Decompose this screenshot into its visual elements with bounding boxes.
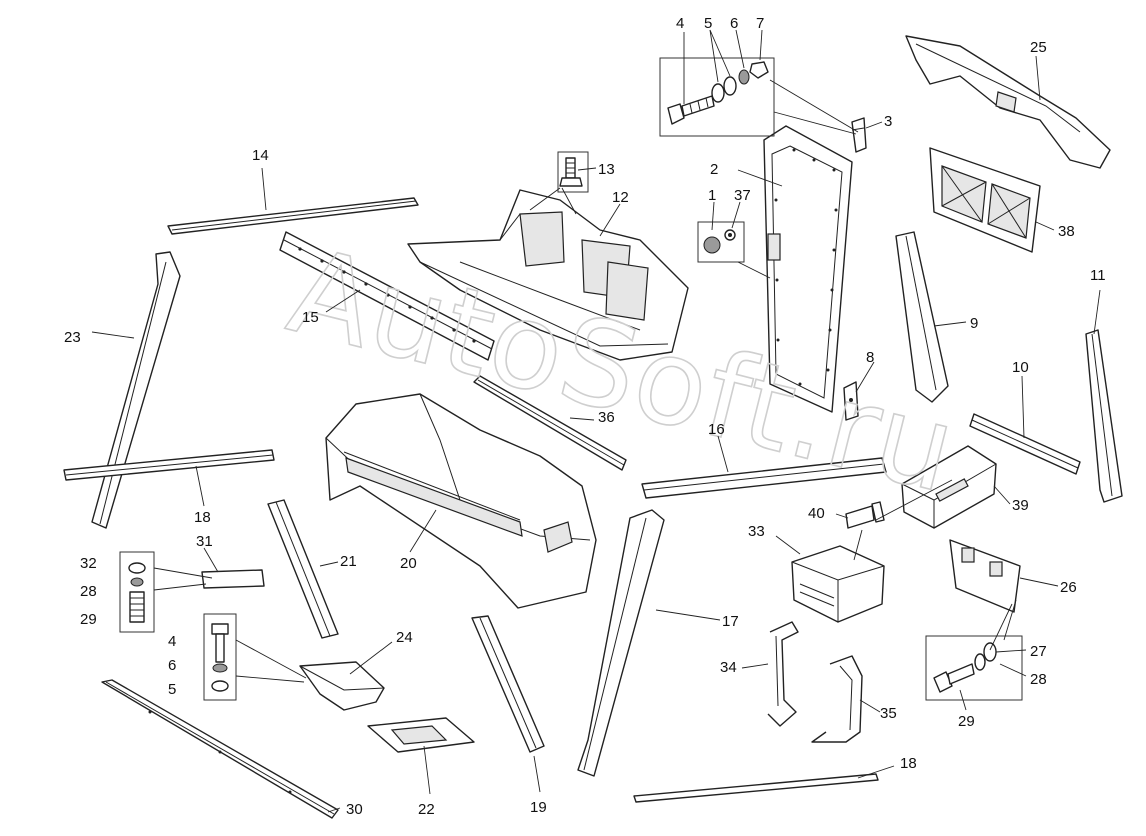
callout-30: 30 bbox=[346, 801, 363, 818]
callout-4-lower: 4 bbox=[168, 633, 176, 650]
callout-6-lower: 6 bbox=[168, 657, 176, 674]
callout-4-top: 4 bbox=[676, 15, 684, 32]
part-20-dashboard bbox=[325, 393, 597, 609]
callout-26: 26 bbox=[1060, 579, 1077, 596]
callout-36: 36 bbox=[598, 409, 615, 426]
part-35-clamp bbox=[811, 655, 863, 743]
callout-8: 8 bbox=[866, 349, 874, 366]
part-9-pillar bbox=[895, 231, 949, 403]
part-18-strip-lower bbox=[633, 773, 879, 803]
callout-1: 1 bbox=[708, 187, 716, 204]
callout-39: 39 bbox=[1012, 497, 1029, 514]
part-3-bracket bbox=[851, 117, 867, 153]
callout-37: 37 bbox=[734, 187, 751, 204]
callout-18-right: 18 bbox=[900, 755, 917, 772]
part-14-strip bbox=[167, 197, 419, 235]
callout-34: 34 bbox=[720, 659, 737, 676]
callout-labels: 4 5 6 7 3 2 1 37 13 12 14 15 23 18 25 38… bbox=[64, 15, 1106, 818]
part-23-pillar bbox=[91, 251, 181, 529]
callout-6-top: 6 bbox=[730, 15, 738, 32]
part-36-rail bbox=[473, 375, 627, 471]
part-32-29-fastener-set bbox=[119, 551, 155, 633]
part-31-plate bbox=[201, 569, 265, 589]
callout-38: 38 bbox=[1058, 223, 1075, 240]
callout-10: 10 bbox=[1012, 359, 1029, 376]
part-12-floor-panel bbox=[407, 189, 689, 361]
part-24-bracket bbox=[299, 661, 385, 711]
part-4-7-fastener-set bbox=[659, 57, 775, 137]
part-22-lid bbox=[367, 717, 475, 753]
part-38-grille-box bbox=[929, 147, 1041, 253]
callout-33: 33 bbox=[748, 523, 765, 540]
part-16-rail bbox=[641, 457, 887, 499]
part-26-bracket bbox=[949, 539, 1021, 613]
callout-14: 14 bbox=[252, 147, 269, 164]
callout-18-left: 18 bbox=[194, 509, 211, 526]
callout-35: 35 bbox=[880, 705, 897, 722]
callout-21: 21 bbox=[340, 553, 357, 570]
part-1-37-plug bbox=[697, 221, 745, 263]
callout-7-top: 7 bbox=[756, 15, 764, 32]
callout-5-top: 5 bbox=[704, 15, 712, 32]
callout-9: 9 bbox=[970, 315, 978, 332]
callout-2: 2 bbox=[710, 161, 718, 178]
part-4-6-5-fastener-set bbox=[203, 613, 237, 701]
callout-15: 15 bbox=[302, 309, 319, 326]
callout-31: 31 bbox=[196, 533, 213, 550]
part-15-rail bbox=[279, 231, 495, 361]
callout-28-right: 28 bbox=[1030, 671, 1047, 688]
part-27-29-fastener-set bbox=[925, 635, 1023, 701]
callout-24: 24 bbox=[396, 629, 413, 646]
callout-29-left: 29 bbox=[80, 611, 97, 628]
callout-23: 23 bbox=[64, 329, 81, 346]
leader-lines bbox=[91, 29, 1101, 813]
callout-5-lower: 5 bbox=[168, 681, 176, 698]
callout-22: 22 bbox=[418, 801, 435, 818]
part-33-box bbox=[791, 545, 885, 623]
part-39-tray bbox=[901, 445, 997, 529]
callout-12: 12 bbox=[612, 189, 629, 206]
part-18-strip-upper bbox=[63, 449, 275, 481]
callout-40: 40 bbox=[808, 505, 825, 522]
part-10-strip bbox=[969, 413, 1081, 475]
callout-20: 20 bbox=[400, 555, 417, 572]
part-13-bolt bbox=[557, 151, 589, 193]
part-2-panel bbox=[763, 125, 853, 413]
part-8-bracket bbox=[843, 381, 859, 421]
callout-19: 19 bbox=[530, 799, 547, 816]
part-25-duct bbox=[905, 35, 1111, 169]
callout-3: 3 bbox=[884, 113, 892, 130]
callout-25: 25 bbox=[1030, 39, 1047, 56]
callout-28-left: 28 bbox=[80, 583, 97, 600]
part-40-bolt bbox=[845, 501, 885, 529]
callout-17: 17 bbox=[722, 613, 739, 630]
part-34-clamp bbox=[767, 621, 799, 727]
part-19-pillar bbox=[471, 615, 545, 753]
part-17-pillar bbox=[577, 509, 665, 777]
callout-27: 27 bbox=[1030, 643, 1047, 660]
part-11-pillar bbox=[1085, 329, 1123, 503]
callout-13: 13 bbox=[598, 161, 615, 178]
callout-32: 32 bbox=[80, 555, 97, 572]
callout-16: 16 bbox=[708, 421, 725, 438]
part-30-strip bbox=[101, 679, 339, 819]
callout-29-right: 29 bbox=[958, 713, 975, 730]
callout-11: 11 bbox=[1090, 267, 1106, 284]
part-21-pillar bbox=[267, 499, 339, 639]
